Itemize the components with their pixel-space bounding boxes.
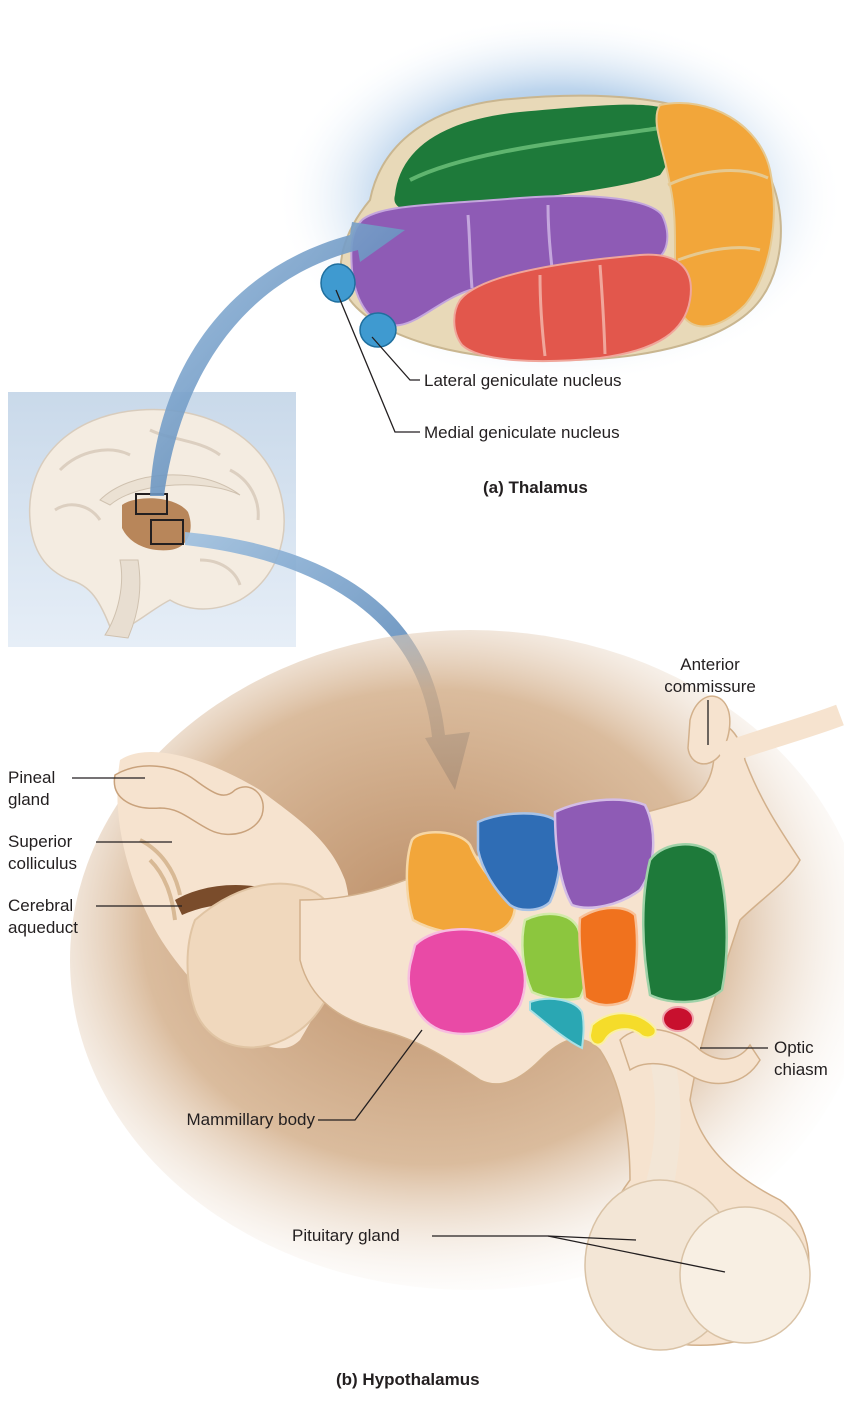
lateral-geniculate-body xyxy=(360,313,396,347)
optic-chiasm-label: Optic chiasm xyxy=(774,1037,844,1081)
anterior-commissure-label: Anterior commissure xyxy=(655,654,765,698)
pituitary-gland-label: Pituitary gland xyxy=(292,1225,400,1247)
lime-nucleus xyxy=(522,914,585,1000)
green-nucleus xyxy=(643,844,727,1002)
thalamus-caption: (a) Thalamus xyxy=(483,478,588,498)
crimson-nucleus xyxy=(663,1007,693,1031)
hypothalamus-illustration xyxy=(70,630,844,1350)
lateral-geniculate-label: Lateral geniculate nucleus xyxy=(424,370,622,392)
hypothalamus-caption: (b) Hypothalamus xyxy=(336,1370,480,1390)
mammillary-body-label: Mammillary body xyxy=(140,1109,315,1131)
pineal-gland-label: Pineal gland xyxy=(8,767,78,811)
brain-inset xyxy=(8,392,296,647)
medial-geniculate-label: Medial geniculate nucleus xyxy=(424,422,620,444)
deep-orange-nucleus xyxy=(579,908,637,1005)
superior-colliculus-label: Superior colliculus xyxy=(8,831,98,875)
purple-nucleus xyxy=(555,800,653,908)
pink-nucleus xyxy=(409,929,525,1034)
pituitary-posterior-lobe xyxy=(680,1207,810,1343)
cerebral-aqueduct-label: Cerebral aqueduct xyxy=(8,895,98,939)
